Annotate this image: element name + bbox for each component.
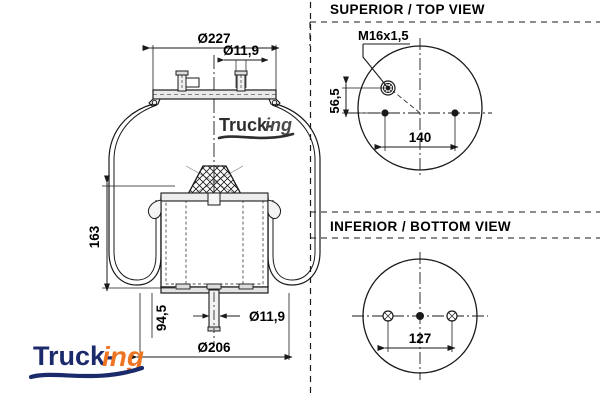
offset-vertical-label: 56,5 (327, 88, 342, 113)
bottom-diameter-label: Ø206 (197, 340, 231, 355)
bottom-view-panel: INFERIOR / BOTTOM VIEW 127 (310, 211, 600, 380)
bottom-view-title: INFERIOR / BOTTOM VIEW (330, 219, 511, 234)
piston-body (147, 192, 282, 294)
bottom-view-center-port (416, 312, 424, 320)
top-view-panel: SUPERIOR / TOP VIEW M16x1,5 56,5 (309, 2, 600, 178)
top-stud-right (234, 70, 248, 92)
top-diameter-label: Ø227 (197, 31, 230, 46)
dimension-bottom-diameter: Ø206 (129, 293, 293, 360)
watermark-logo-swoosh (217, 132, 295, 140)
piston-offset-label: 94,5 (154, 304, 169, 331)
dimension-bolt-spacing-bottom: 127 (377, 320, 456, 352)
thread-label: M16x1,5 (358, 28, 409, 43)
thread-leader-line (362, 44, 389, 89)
dimension-bolt-spacing-top: 140 (374, 113, 459, 151)
brand-logo: Truck- ing (28, 341, 145, 380)
top-view-title-rule (309, 21, 600, 46)
watermark-logo-secondary: ing (265, 115, 292, 135)
top-view-title: SUPERIOR / TOP VIEW (330, 2, 485, 17)
bellows-rubber-profile (108, 103, 321, 286)
bolt-spacing-bottom-label: 127 (409, 331, 432, 346)
top-stud-diameter-label: Ø11,9 (223, 43, 259, 58)
watermark-logo-primary: Truck- (219, 115, 273, 135)
main-section-view: Ø227 Ø11,9 (87, 31, 321, 360)
bolt-spacing-top-label: 140 (409, 130, 432, 145)
bottom-stud-diameter-label: Ø11,9 (249, 309, 285, 324)
watermark-logo: Truck- ing (217, 115, 295, 140)
top-view-port-radius-line (392, 90, 421, 114)
dimension-bottom-stud: Ø11,9 (193, 309, 285, 324)
brand-logo-swoosh (28, 365, 145, 380)
top-stud-left (175, 70, 200, 92)
bottom-center-stud (207, 289, 221, 332)
bottom-view-hole-right (446, 310, 458, 322)
dimension-offset-vertical: 56,5 (327, 76, 384, 118)
bottom-view-hole-left (382, 310, 394, 322)
dimension-piston-offset: 94,5 (151, 293, 169, 338)
brand-logo-secondary: ing (102, 341, 144, 372)
brand-logo-primary: Truck- (33, 341, 114, 371)
dimension-height: 163 (87, 175, 175, 292)
height-label: 163 (87, 225, 102, 248)
dimension-top-diameter: Ø227 (142, 31, 280, 96)
